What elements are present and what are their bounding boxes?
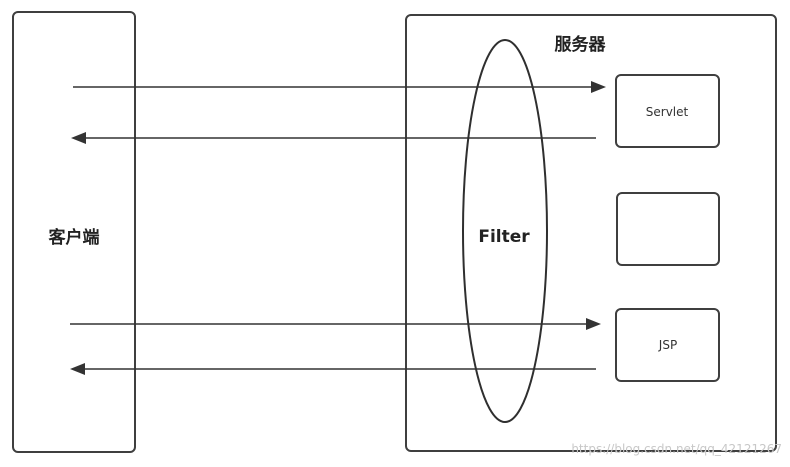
server-box xyxy=(405,14,777,452)
request-arrowhead-servlet xyxy=(591,81,606,93)
servlet-label: Servlet xyxy=(646,105,689,119)
response-arrowhead-servlet xyxy=(71,132,86,144)
filter-ellipse xyxy=(462,39,548,423)
jsp-box xyxy=(615,308,720,382)
servlet-box xyxy=(615,74,720,148)
server-label: 服务器 xyxy=(555,34,607,55)
empty-component-box xyxy=(616,192,720,266)
client-label: 客户端 xyxy=(48,227,100,248)
watermark-text: https://blog.csdn.net/qq_42121267 xyxy=(571,442,782,456)
request-arrowhead-jsp xyxy=(586,318,601,330)
filter-label: Filter xyxy=(478,227,530,247)
client-box xyxy=(12,11,136,453)
jsp-label: JSP xyxy=(658,338,677,352)
response-arrowhead-jsp xyxy=(70,363,85,375)
